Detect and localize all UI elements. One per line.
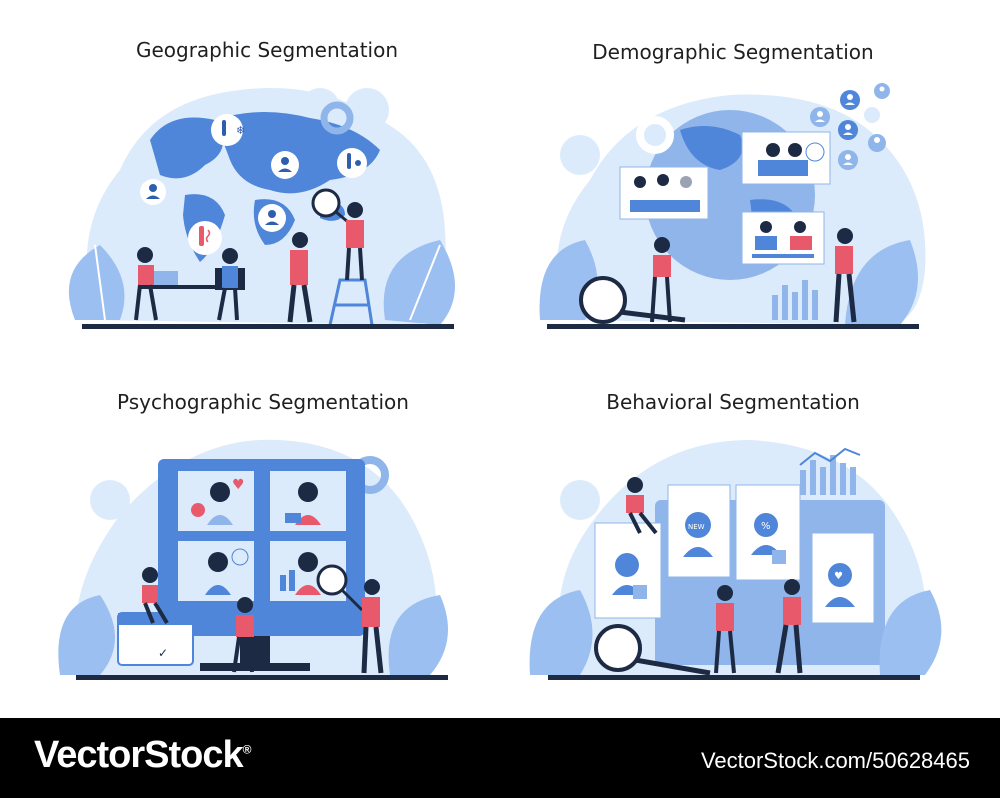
leaf-left-icon [68, 244, 125, 321]
user-pin-icon-3 [258, 204, 286, 232]
person-pointing-icon [775, 579, 803, 674]
card-new: NEW [667, 484, 731, 578]
behavioral-title: Behavioral Segmentation [606, 390, 860, 414]
behavioral-scene: NEW % ♥ [529, 440, 942, 680]
new-badge: NEW [688, 523, 705, 531]
geographic-title: Geographic Segmentation [135, 38, 399, 62]
demographic-scene [539, 83, 926, 329]
leaf-right-icon [388, 595, 448, 675]
profile-tile-music [270, 471, 346, 531]
user-avatars-cluster [810, 83, 890, 170]
card-favorite: ♥ [811, 532, 875, 624]
thermometer-drop-icon [337, 148, 367, 178]
person-sitting-laptop-icon [626, 477, 658, 535]
geographic-scene: ❄ [68, 88, 455, 329]
person-pointing-icon [833, 228, 857, 323]
card-discount: % [735, 484, 801, 581]
thermometer-snow-icon: ❄ [211, 114, 245, 146]
svg-text:%: % [761, 521, 771, 532]
leaf-right-icon [845, 240, 918, 325]
person-sitting-icon [134, 247, 158, 321]
donut-chart-icon [320, 101, 354, 135]
person-sitting-icon-2 [217, 248, 239, 321]
svg-text:♥: ♥ [232, 477, 245, 493]
demographic-title: Demographic Segmentation [592, 40, 874, 64]
image-url: VectorStock.com/50628465 [700, 748, 970, 773]
ground-line [547, 324, 919, 329]
user-pin-icon [271, 151, 299, 179]
ground-line [76, 675, 448, 680]
magnifier-icon [316, 564, 364, 612]
ladder-icon [328, 278, 374, 326]
card-options [594, 522, 662, 619]
gender-board-icon [741, 211, 825, 265]
person-on-ladder-icon [345, 202, 364, 281]
svg-text:✓: ✓ [158, 646, 168, 660]
couple-board-icon [741, 131, 831, 185]
svg-text:♥: ♥ [834, 571, 843, 582]
leaf-right-icon [879, 590, 942, 675]
person-on-calendar-icon [142, 567, 169, 625]
person-pointing-icon [232, 597, 254, 673]
leaf-left-icon [58, 595, 115, 675]
person-standing-icon [287, 232, 313, 323]
donut-chart-icon [636, 116, 674, 154]
person-with-tablet-icon [714, 585, 736, 674]
magnifier-icon [594, 624, 711, 676]
calendar-icon: ✓ [117, 612, 194, 666]
leaf-right-icon [383, 240, 455, 325]
bar-chart-icon [772, 280, 818, 320]
psychographic-scene: ♥ [58, 439, 448, 680]
family-board-icon [619, 166, 709, 220]
ground-line [548, 675, 920, 680]
vectorstock-logo: VectorStock® [34, 734, 251, 776]
person-with-magnifier-icon [361, 579, 384, 674]
thermometer-heat-icon [188, 221, 222, 255]
bar-chart-icon [799, 447, 861, 495]
person-with-tablet-icon [650, 237, 672, 323]
user-pin-icon-2 [140, 179, 166, 205]
ground-line [82, 324, 454, 329]
leaf-left-icon [529, 590, 593, 675]
profile-tile-hobby: ♥ [178, 471, 254, 531]
svg-text:❄: ❄ [236, 124, 245, 137]
psychographic-title: Psychographic Segmentation [117, 390, 409, 414]
profile-tile-gaming [178, 541, 254, 601]
watermark-footer: VectorStock® VectorStock.com/50628465 [0, 718, 1000, 798]
